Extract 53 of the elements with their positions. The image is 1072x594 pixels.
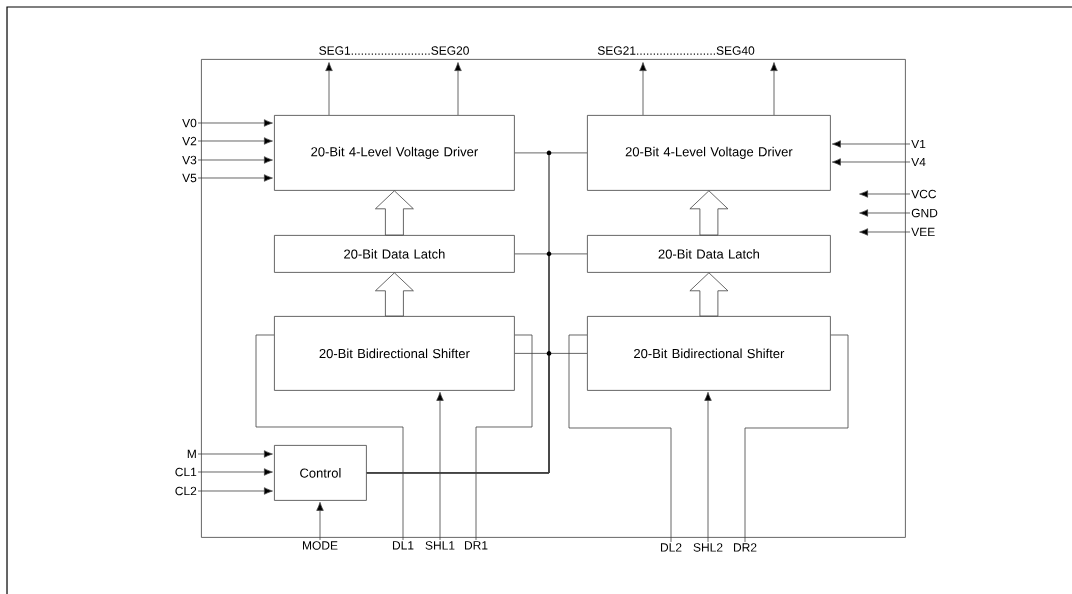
pin-label: VCC (911, 189, 937, 199)
signal-arrow (859, 228, 911, 236)
data-latch-box: 20-Bit Data Latch (587, 235, 831, 273)
signal-arrow (197, 119, 273, 127)
pin-label: VEE (911, 227, 935, 237)
hollow-arrow (375, 272, 414, 317)
signal-arrow (325, 62, 333, 116)
signal-arrow (770, 62, 778, 116)
signal-arrow (197, 156, 273, 164)
voltage-driver-box: 20-Bit 4-Level Voltage Driver (274, 115, 515, 191)
voltage-driver-box: 20-Bit 4-Level Voltage Driver (587, 115, 831, 191)
pin-label: SHL2 (693, 543, 723, 552)
signal-arrow (436, 391, 444, 541)
hollow-arrow (375, 190, 414, 236)
pin-label: V3 (182, 155, 197, 165)
pin-label: MODE (303, 541, 338, 550)
pin-label: M (187, 449, 196, 459)
signal-arrow (831, 158, 911, 166)
signal-arrow (639, 62, 647, 116)
pin-label: DR2 (734, 543, 757, 552)
pin-label: V1 (911, 139, 926, 149)
pin-label: V2 (182, 136, 197, 146)
pin-label: SEG1........................SEG20 (319, 46, 469, 55)
pin-label: V0 (182, 118, 197, 128)
signal-arrow (197, 174, 273, 182)
pin-label: DL2 (661, 543, 682, 552)
pin-label: CL1 (175, 467, 197, 477)
hollow-arrow (689, 272, 729, 317)
signal-arrow (454, 62, 462, 116)
data-latch-box: 20-Bit Data Latch (274, 235, 515, 273)
hollow-arrow (689, 190, 729, 236)
shifter-box: 20-Bit Bidirectional Shifter (274, 316, 515, 391)
shifter-box: 20-Bit Bidirectional Shifter (587, 316, 831, 391)
bus-line (366, 353, 588, 474)
control-box: Control (274, 445, 367, 501)
signal-arrow (859, 190, 911, 198)
signal-arrow (831, 140, 911, 148)
signal-arrow (197, 450, 273, 458)
signal-arrow (316, 501, 324, 541)
pin-label: SEG21........................SEG40 (597, 46, 755, 55)
chip-outline (201, 59, 906, 538)
signal-arrow (859, 209, 911, 217)
pin-label: V5 (182, 173, 197, 183)
pin-label: GND (911, 208, 938, 218)
signal-arrow (704, 391, 712, 543)
pin-label: DL1 (393, 541, 414, 550)
pin-label: CL2 (175, 486, 197, 496)
signal-arrow (197, 137, 273, 145)
pin-label: SHL1 (425, 541, 455, 550)
pin-label: DR1 (465, 541, 488, 550)
signal-arrow (197, 468, 273, 476)
pin-label: V4 (911, 157, 926, 167)
signal-arrow (197, 487, 273, 495)
